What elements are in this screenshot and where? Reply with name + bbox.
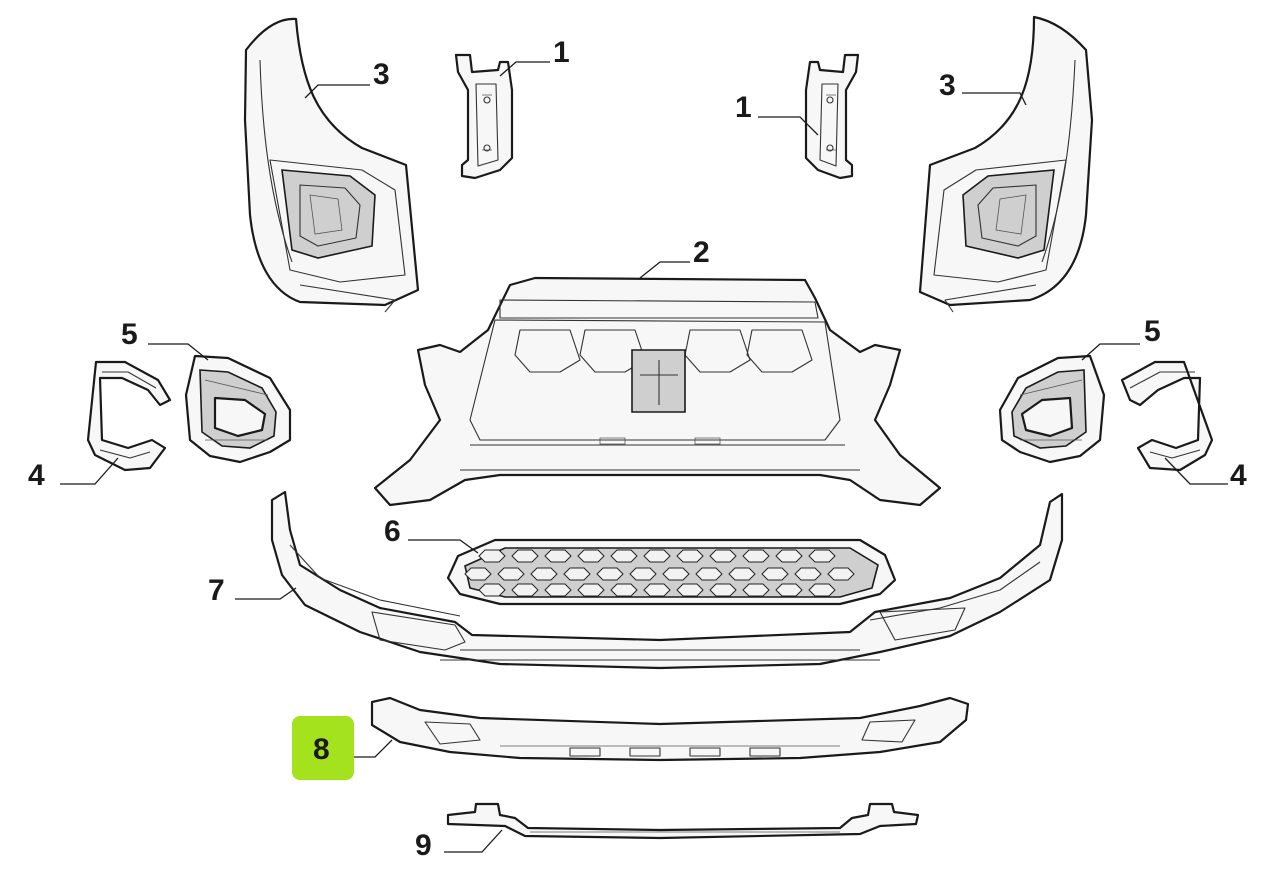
callout-6: 6 [384, 515, 401, 548]
callout-8-highlight[interactable]: 8 [292, 716, 354, 780]
grille-cell [577, 549, 605, 563]
part-6-lower-grille[interactable] [446, 538, 897, 606]
part-7-lower-bumper-cover[interactable] [270, 490, 1064, 670]
grille-cell [544, 549, 572, 563]
highlight-box [292, 716, 354, 780]
callout-2: 2 [693, 236, 710, 269]
grille-cell [478, 583, 506, 597]
callout-3-right: 3 [939, 69, 956, 102]
part-3-left-corner-cover[interactable] [243, 17, 420, 313]
grille-cell [596, 567, 624, 581]
grille-cell [563, 567, 591, 581]
grille-cell [577, 583, 605, 597]
grille-cell [478, 549, 506, 563]
callout-1-right: 1 [735, 91, 752, 124]
grille-cell [709, 549, 737, 563]
part-3-right-corner-cover[interactable] [918, 15, 1094, 313]
grille-cell [808, 549, 836, 563]
grille-cell [827, 567, 855, 581]
callout-4-right: 4 [1230, 459, 1247, 492]
leader-lines [60, 61, 1228, 853]
grille-cell [775, 583, 803, 597]
grille-cell [530, 567, 558, 581]
grille-cell [775, 549, 803, 563]
part-2-bumper-carrier[interactable] [373, 276, 942, 507]
callout-9: 9 [415, 829, 432, 862]
grille-cell [676, 549, 704, 563]
grille-cell [629, 567, 657, 581]
grille-cell [610, 549, 638, 563]
part-5-left-fog-bezel[interactable] [184, 354, 292, 464]
grille-cell [662, 567, 690, 581]
grille-cell [676, 583, 704, 597]
grille-cell [464, 567, 492, 581]
callout-1-left: 1 [553, 36, 570, 69]
callout-7: 7 [208, 574, 225, 607]
grille-cell [742, 549, 770, 563]
grille-cell [643, 549, 671, 563]
grille-cell [761, 567, 789, 581]
grille-cell [695, 567, 723, 581]
part-1-left-bracket[interactable] [454, 53, 514, 180]
grille-cell [794, 567, 822, 581]
grille-cell [709, 583, 737, 597]
grille-cell [728, 567, 756, 581]
grille-cell [643, 583, 671, 597]
grille-cell [610, 583, 638, 597]
grille-cell [808, 583, 836, 597]
part-1-right-bracket[interactable] [804, 53, 860, 180]
callout-8: 8 [313, 733, 330, 766]
part-4-left-fog-trim[interactable] [86, 360, 172, 472]
part-4-right-fog-trim[interactable] [1120, 360, 1214, 472]
callout-5-right: 5 [1144, 315, 1161, 348]
grille-cell [544, 583, 572, 597]
grille-cell [511, 549, 539, 563]
grille-cell [742, 583, 770, 597]
callout-5-left: 5 [121, 318, 138, 351]
part-8-skid-plate[interactable] [370, 696, 970, 762]
grille-cell [511, 583, 539, 597]
grille-cell [497, 567, 525, 581]
part-9-reinforcement-strip[interactable] [446, 802, 920, 840]
callout-3-left: 3 [373, 58, 390, 91]
callout-4-left: 4 [28, 459, 45, 492]
part-5-right-fog-bezel[interactable] [998, 354, 1106, 464]
